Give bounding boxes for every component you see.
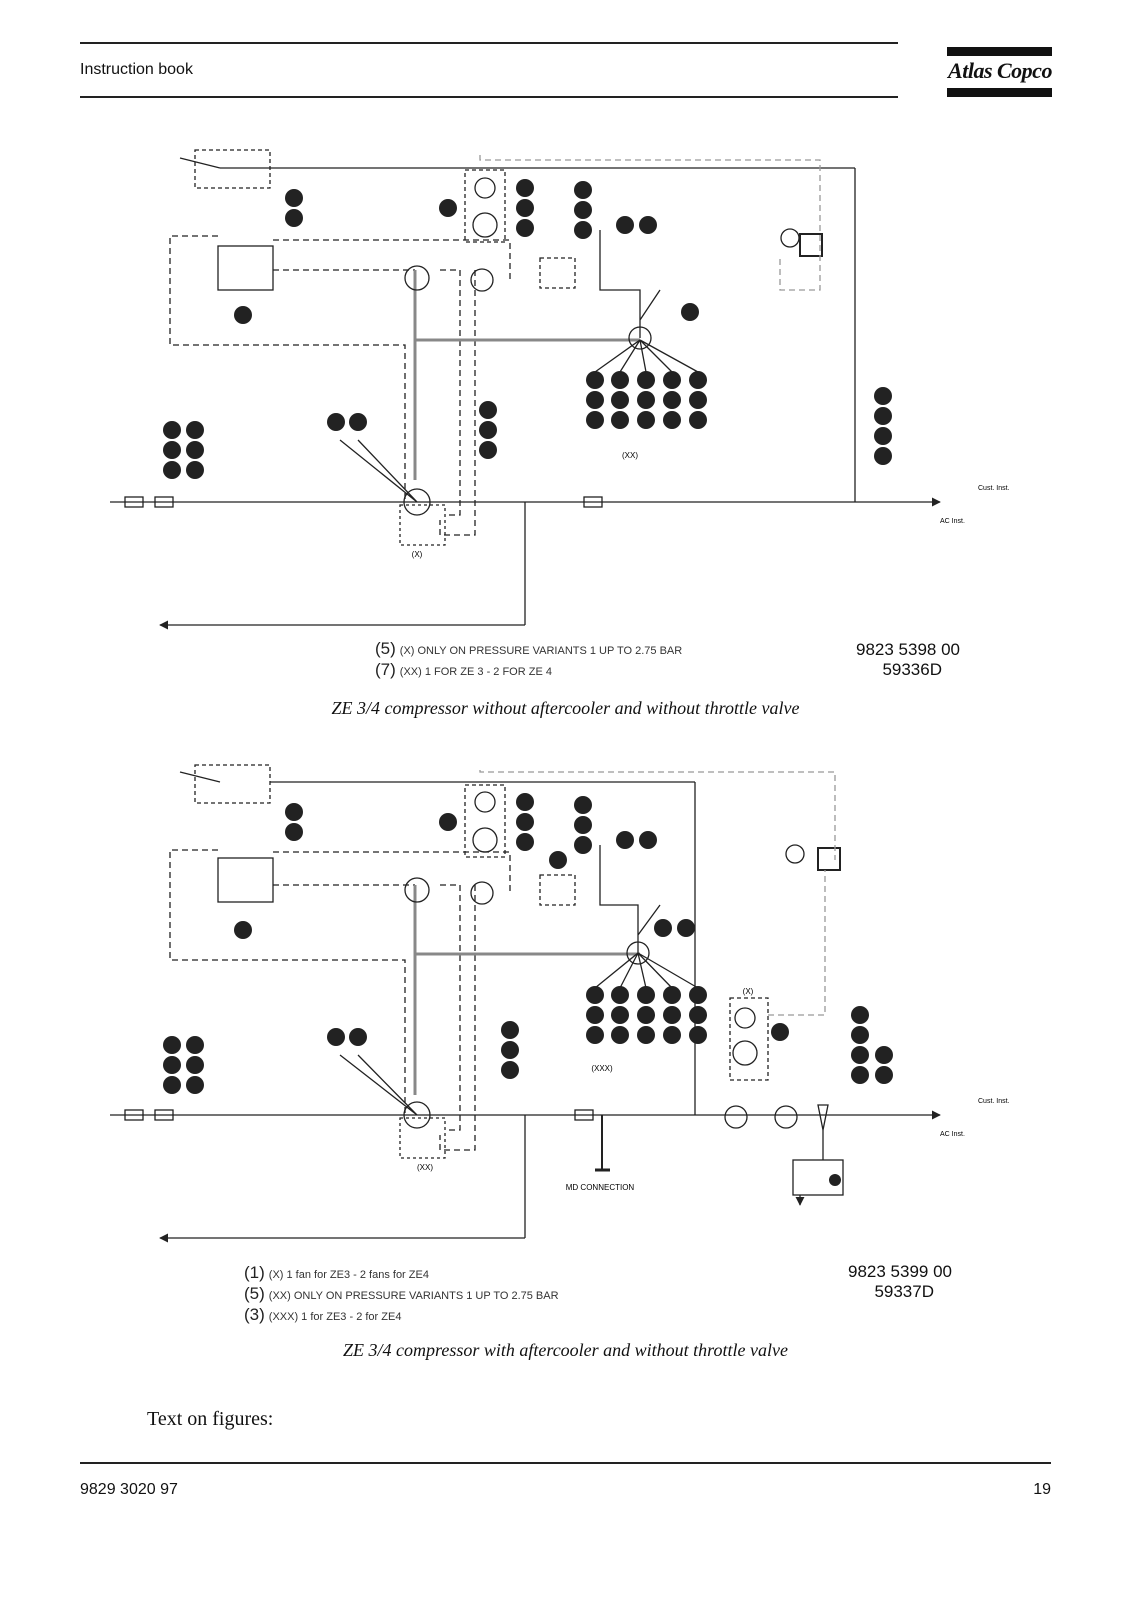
header-title: Instruction book bbox=[80, 61, 193, 78]
figure2-label-cust: Cust. Inst. bbox=[978, 1098, 1010, 1105]
figure1-code-line2: 59336D bbox=[882, 660, 942, 679]
figure2-drawing-code: 9823 5399 00 59337D bbox=[812, 1262, 952, 1302]
figure2-diagram: (X) (XX) (XXX) MD CONNECTION Cust. Inst.… bbox=[110, 764, 1010, 1243]
figure1-marker-xx: (XX) bbox=[622, 451, 638, 460]
figure2-code-line2: 59337D bbox=[874, 1282, 934, 1301]
figure2-note-2: (5)(XX) ONLY ON PRESSURE VARIANTS 1 UP T… bbox=[244, 1284, 559, 1303]
header-top-rule bbox=[80, 42, 898, 44]
figure1-label-ac: AC Inst. bbox=[940, 518, 965, 525]
figure1-diagram: (X) (XX) Cust. Inst. AC Inst. bbox=[110, 149, 1010, 630]
figure1-drawing-code: 9823 5398 00 59336D bbox=[820, 640, 960, 680]
figure2-label-ac: AC Inst. bbox=[940, 1131, 965, 1138]
figure1-code-line1: 9823 5398 00 bbox=[856, 640, 960, 659]
figure1-caption: ZE 3/4 compressor without aftercooler an… bbox=[331, 698, 800, 718]
figure1-note-1: (5)(X) ONLY ON PRESSURE VARIANTS 1 UP TO… bbox=[375, 639, 683, 658]
figure1-note-2: (7)(XX) 1 FOR ZE 3 - 2 FOR ZE 4 bbox=[375, 660, 552, 679]
header-bottom-rule bbox=[80, 96, 898, 98]
figure2-note-3: (3)(XXX) 1 for ZE3 - 2 for ZE4 bbox=[244, 1305, 402, 1324]
body-text: Text on figures: bbox=[147, 1408, 274, 1430]
figure2-code-line1: 9823 5399 00 bbox=[848, 1262, 952, 1281]
footer-page-number: 19 bbox=[1033, 1481, 1051, 1498]
figure1-notes: (5)(X) ONLY ON PRESSURE VARIANTS 1 UP TO… bbox=[375, 638, 682, 680]
footer-doc-number: 9829 3020 97 bbox=[80, 1481, 178, 1498]
figure2-caption: ZE 3/4 compressor with aftercooler and w… bbox=[343, 1340, 788, 1360]
figure2-label-md: MD CONNECTION bbox=[566, 1183, 635, 1192]
brand-logo-text: Atlas Copco bbox=[948, 58, 1052, 83]
figure2-note-1: (1)(X) 1 fan for ZE3 - 2 fans for ZE4 bbox=[244, 1263, 429, 1282]
figure2-notes: (1)(X) 1 fan for ZE3 - 2 fans for ZE4 (5… bbox=[244, 1262, 559, 1325]
figure2-marker-xxx: (XXX) bbox=[591, 1064, 613, 1073]
figure2-marker-x: (X) bbox=[743, 987, 754, 996]
footer-rule bbox=[80, 1462, 1051, 1464]
figure1-marker-x: (X) bbox=[412, 550, 423, 559]
figure2-marker-xx: (XX) bbox=[417, 1163, 433, 1172]
figure1-label-cust: Cust. Inst. bbox=[978, 485, 1010, 492]
